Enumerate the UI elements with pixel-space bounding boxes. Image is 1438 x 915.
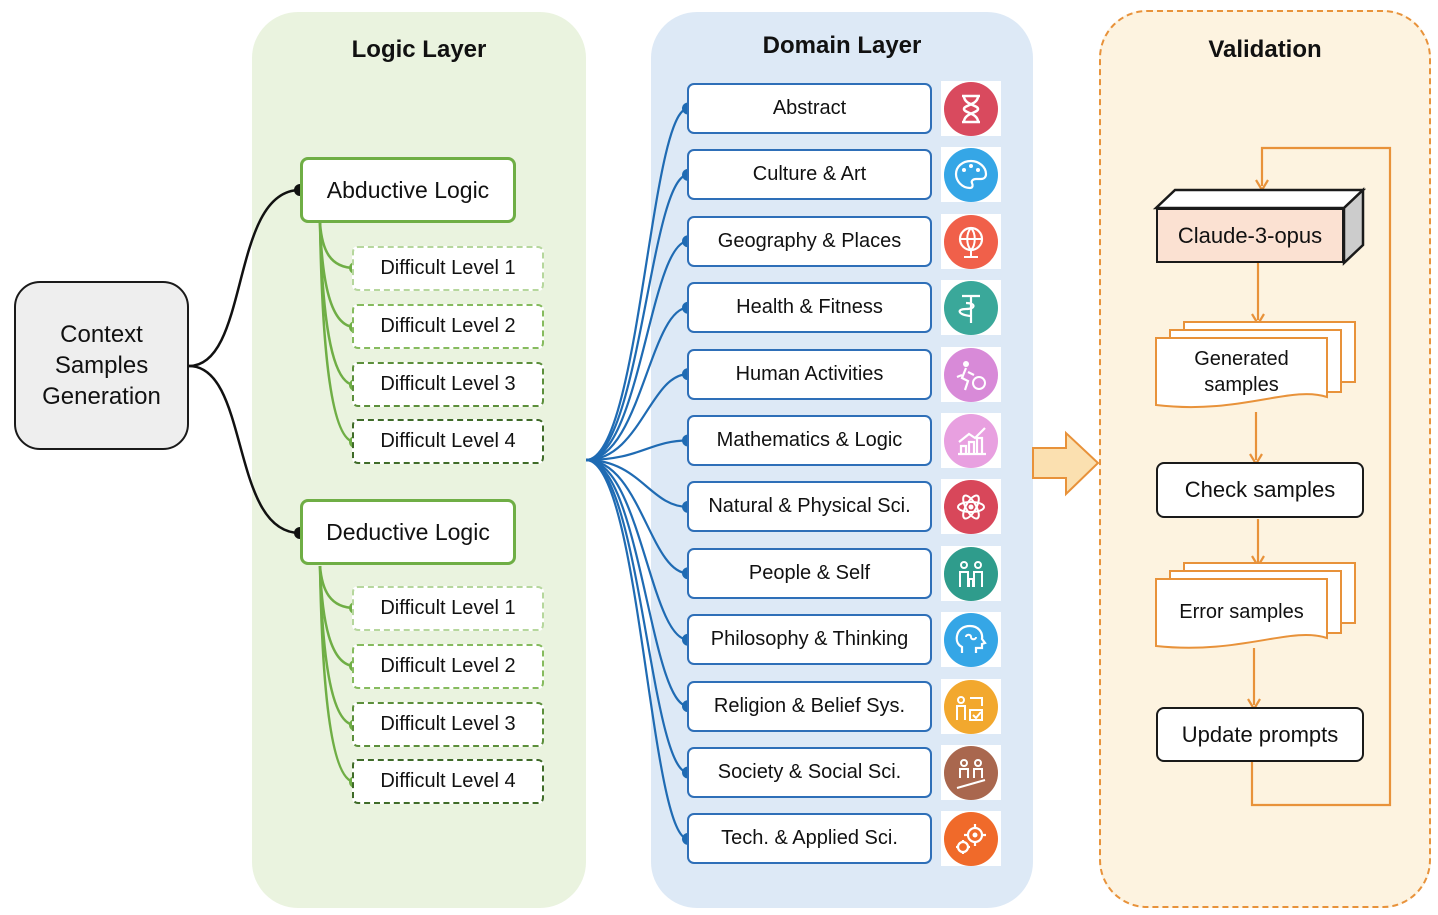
domain-society-social-sci: Society & Social Sci. [687, 747, 932, 798]
domain-human-activities: Human Activities [687, 348, 932, 400]
deductive-logic-node: Deductive Logic [300, 499, 516, 565]
palette-icon [944, 148, 998, 203]
domain-icon-tile [941, 413, 1001, 468]
domain-icon-tile [941, 545, 1001, 601]
abductive-level-4: Difficult Level 4 [352, 419, 544, 464]
check-samples-node: Check samples [1156, 462, 1364, 518]
transfer-arrow [1032, 430, 1100, 497]
domain-connector [585, 107, 689, 462]
root-label-line: Generation [42, 383, 161, 410]
abductive-level-connectors [318, 222, 356, 784]
domain-layer-title: Domain Layer [762, 32, 922, 59]
domain-fan-connectors [585, 107, 689, 840]
domain-geography-places: Geography & Places [687, 215, 932, 267]
deductive-level-1: Difficult Level 1 [352, 586, 544, 631]
domain-health-fitness: Health & Fitness [687, 282, 932, 334]
domain-icon-tile [941, 612, 1001, 668]
generated-samples-label: Generated samples [1156, 346, 1327, 398]
domain-connector [585, 458, 689, 508]
domain-icon-tile [941, 811, 1001, 867]
hourglass-icon [944, 82, 998, 136]
activity-icon [944, 347, 998, 402]
domain-religion-belief-sys: Religion & Belief Sys. [687, 680, 932, 732]
generated-samples-line: Generated [1194, 348, 1289, 370]
globe-icon [944, 214, 998, 269]
domain-icon-tile [941, 479, 1001, 535]
abductive-logic-node: Abductive Logic [300, 157, 516, 223]
domain-icon-tile [941, 346, 1001, 402]
mind-icon [944, 613, 998, 668]
context-samples-generation-node: Context Samples Generation [14, 281, 189, 450]
domain-people-self: People & Self [687, 547, 932, 599]
growth-chart-icon [944, 414, 998, 468]
family-icon [944, 546, 998, 601]
domain-icon-tile [941, 81, 1001, 136]
atom-icon [944, 480, 998, 535]
claude-box-top [1152, 188, 1367, 210]
domain-connector [585, 306, 689, 462]
generated-samples-line: samples [1204, 374, 1279, 396]
domain-connector [585, 458, 689, 641]
validation-title: Validation [1208, 36, 1322, 63]
domain-abstract: Abstract [687, 83, 932, 134]
domain-philosophy-thinking: Philosophy & Thinking [687, 614, 932, 666]
society-icon [944, 746, 998, 800]
error-samples-label: Error samples [1179, 601, 1304, 623]
deductive-level-3: Difficult Level 3 [352, 702, 544, 747]
domain-mathematics-logic: Mathematics & Logic [687, 415, 932, 466]
domain-connector [585, 458, 689, 840]
domain-icon-tile [941, 147, 1001, 203]
abductive-level-1: Difficult Level 1 [352, 246, 544, 291]
domain-connector [585, 240, 689, 462]
error-samples-doc [1155, 562, 1356, 649]
domain-connector [585, 173, 689, 462]
domain-natural-physical-sci: Natural & Physical Sci. [687, 481, 932, 533]
domain-connector [585, 458, 689, 708]
connector-root-abductive [188, 188, 301, 368]
domain-tech-applied-sci: Tech. & Applied Sci. [687, 813, 932, 865]
domain-culture-art: Culture & Art [687, 149, 932, 201]
logic-layer-title: Logic Layer [351, 36, 487, 63]
vote-icon [944, 679, 998, 734]
caduceus-icon [944, 281, 998, 336]
gears-icon [944, 812, 998, 867]
generated-samples-doc [1155, 321, 1356, 409]
update-prompts-node: Update prompts [1156, 707, 1364, 762]
domain-connector [585, 458, 689, 774]
domain-connector [585, 439, 689, 462]
domain-connector [585, 458, 689, 575]
domain-icon-tile [941, 745, 1001, 800]
domain-icon-tile [941, 678, 1001, 734]
connector-root-deductive [188, 364, 301, 535]
domain-icon-tile [941, 213, 1001, 269]
root-label-line: Samples [54, 352, 149, 379]
abductive-level-2: Difficult Level 2 [352, 304, 544, 349]
claude-box-side [1342, 187, 1365, 266]
claude-model-node: Claude-3-opus [1156, 208, 1344, 263]
root-label-line: Context [60, 321, 143, 348]
abductive-level-3: Difficult Level 3 [352, 362, 544, 407]
domain-icon-tile [941, 280, 1001, 336]
domain-connector [585, 373, 689, 462]
deductive-level-4: Difficult Level 4 [352, 759, 544, 804]
deductive-level-2: Difficult Level 2 [352, 644, 544, 689]
domain-connector-dots [682, 102, 694, 845]
validation-flow-lines [1250, 146, 1392, 807]
